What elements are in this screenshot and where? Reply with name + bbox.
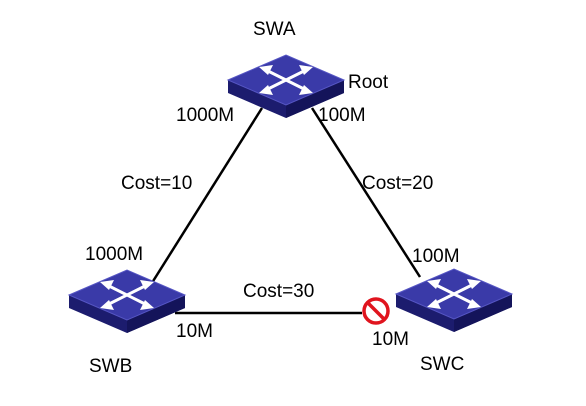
swa-label: SWA (253, 19, 296, 40)
blocked-port-icon (362, 297, 390, 325)
link-ab-speed-swb: 1000M (85, 244, 144, 265)
link-ac-speed-swa: 100M (318, 105, 366, 126)
root-label: Root (348, 72, 389, 93)
link-swa-swb (148, 107, 264, 287)
link-ab-speed-swa: 1000M (176, 105, 235, 126)
switch-icon[interactable] (394, 267, 514, 334)
link-bc-speed-swb: 10M (176, 321, 213, 342)
link-ac-cost: Cost=20 (362, 173, 434, 194)
switch-icon[interactable] (67, 268, 187, 335)
swb-label: SWB (89, 356, 133, 377)
link-bc-cost: Cost=30 (243, 281, 315, 302)
link-ab-cost: Cost=10 (121, 173, 193, 194)
swc-label: SWC (420, 354, 465, 375)
link-swa-swc (310, 107, 422, 278)
link-ac-speed-swc: 100M (412, 246, 460, 267)
link-bc-speed-swc: 10M (372, 329, 409, 350)
